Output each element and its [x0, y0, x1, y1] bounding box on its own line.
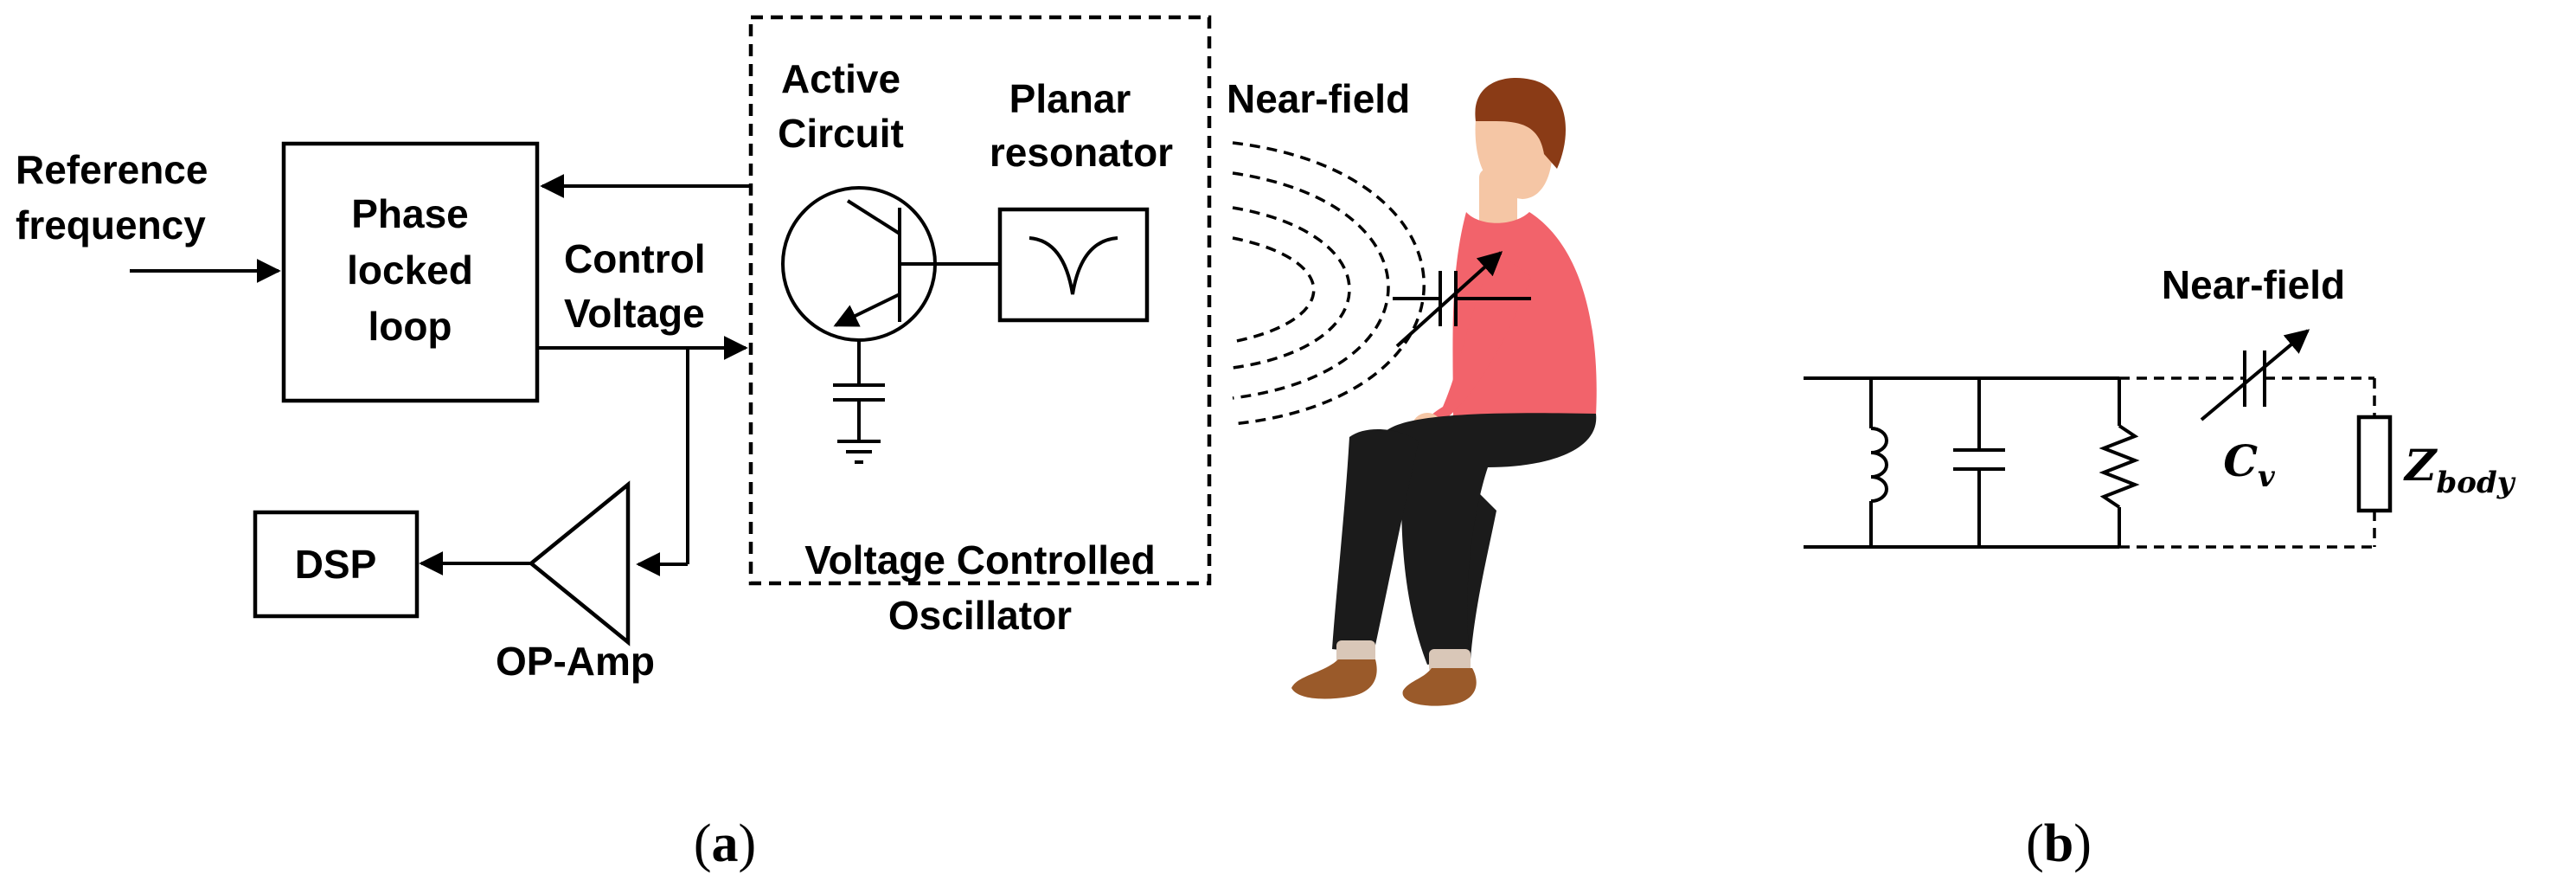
active-circuit-label-line1: Active — [781, 56, 900, 101]
dsp-label: DSP — [295, 542, 377, 587]
planar-resonator-label-line2: resonator — [990, 130, 1173, 175]
z-symbol: Z — [2403, 440, 2438, 491]
pll-block — [281, 141, 540, 403]
cv-symbol: C — [2223, 435, 2258, 486]
z-subscript: body — [2437, 466, 2516, 500]
cv-label: Cv — [2223, 435, 2276, 494]
resonance-curve-icon — [1028, 236, 1118, 295]
seated-person-illustration — [1291, 77, 1597, 706]
resistor-icon — [2099, 378, 2140, 547]
opamp-label: OP-Amp — [496, 639, 655, 684]
transistor-icon — [781, 186, 937, 342]
capacitor-icon — [1953, 378, 2005, 547]
near-field-label-b: Near-field — [2162, 262, 2345, 307]
pll-label-line2: locked — [347, 248, 473, 293]
zbody-label: Zbody — [2403, 440, 2516, 500]
reference-label-line1: Reference — [16, 147, 208, 192]
pll-label-line3: loop — [368, 304, 452, 349]
near-field-waves — [1232, 141, 1426, 426]
control-voltage-line2: Voltage — [564, 291, 705, 336]
caption-a-letter: a — [712, 814, 739, 873]
caption-b-open: ( — [2026, 814, 2044, 873]
pll-label-line1: Phase — [351, 191, 469, 236]
inductor-icon — [1869, 378, 1888, 547]
reference-label-line2: frequency — [16, 203, 206, 248]
panel-a: Reference frequency Phase locked loop Co… — [16, 15, 1597, 873]
vco-label-line1: Voltage Controlled — [804, 537, 1156, 582]
near-field-label-a: Near-field — [1227, 76, 1410, 121]
active-circuit-label-line2: Circuit — [778, 111, 904, 156]
variable-capacitor-cv-icon — [2200, 329, 2310, 421]
vco-label-line2: Oscillator — [888, 593, 1072, 638]
planar-resonator-label-line1: Planar — [1009, 76, 1131, 121]
caption-a-open: ( — [694, 814, 712, 873]
planar-resonator-block — [997, 207, 1150, 323]
caption-b-letter: b — [2044, 814, 2073, 873]
control-voltage-line1: Control — [564, 236, 706, 281]
variable-capacitor-body-icon — [1393, 251, 1531, 348]
vco-dashed-boundary — [748, 15, 1212, 586]
dsp-block — [253, 510, 420, 619]
zbody-impedance-block — [2356, 415, 2393, 513]
cv-subscript: v — [2258, 460, 2276, 494]
panel-b: Near-field — [1804, 262, 2516, 873]
caption-a-close: ) — [739, 814, 757, 873]
opamp-triangle — [528, 480, 631, 646]
caption-a: (a) — [694, 814, 756, 873]
caption-b: (b) — [2026, 814, 2092, 873]
emitter-capacitor-to-ground — [833, 340, 885, 464]
caption-b-close: ) — [2073, 814, 2092, 873]
